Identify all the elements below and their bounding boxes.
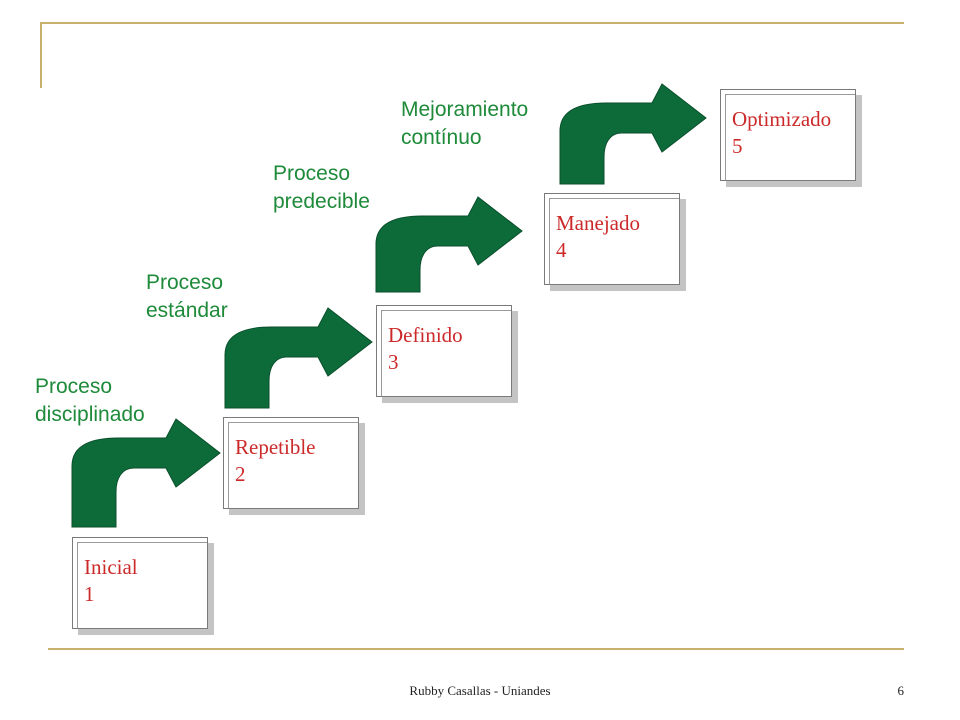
- transition-label-2: Proceso estándar: [146, 271, 228, 322]
- step-arrow-4: [559, 83, 707, 185]
- level-label-3: Definido 3: [388, 322, 463, 376]
- level-label-5: Optimizado 5: [732, 106, 831, 160]
- level-label-2: Repetible 2: [235, 434, 315, 488]
- level-box-2: Repetible 2: [223, 417, 359, 509]
- level-number: 5: [732, 134, 743, 158]
- left-rule: [40, 22, 42, 88]
- level-box-1: Inicial 1: [72, 537, 208, 629]
- level-name: Definido: [388, 323, 463, 347]
- level-number: 1: [84, 582, 95, 606]
- top-rule: [40, 22, 904, 24]
- level-label-4: Manejado 4: [556, 210, 640, 264]
- step-arrow-3: [375, 196, 523, 293]
- level-name: Optimizado: [732, 107, 832, 131]
- level-box-4: Manejado 4: [544, 193, 680, 285]
- level-box-5: Optimizado 5: [720, 89, 856, 181]
- step-arrow-1: [71, 418, 221, 528]
- step-arrow-2: [224, 307, 373, 409]
- transition-label-3: Proceso predecible: [273, 162, 370, 213]
- level-number: 4: [556, 238, 567, 262]
- level-name: Manejado: [556, 211, 640, 235]
- level-number: 2: [235, 462, 246, 486]
- transition-label-4: Mejoramiento contínuo: [401, 98, 529, 149]
- transition-label-1: Proceso disciplinado: [35, 375, 145, 426]
- footer-author: Rubby Casallas - Uniandes: [409, 683, 551, 698]
- level-number: 3: [388, 350, 399, 374]
- level-box-3: Definido 3: [376, 305, 512, 397]
- level-name: Inicial: [84, 555, 138, 579]
- bottom-rule: [48, 648, 904, 650]
- level-label-1: Inicial 1: [84, 554, 138, 608]
- page-number: 6: [897, 683, 905, 698]
- level-name: Repetible: [235, 435, 316, 459]
